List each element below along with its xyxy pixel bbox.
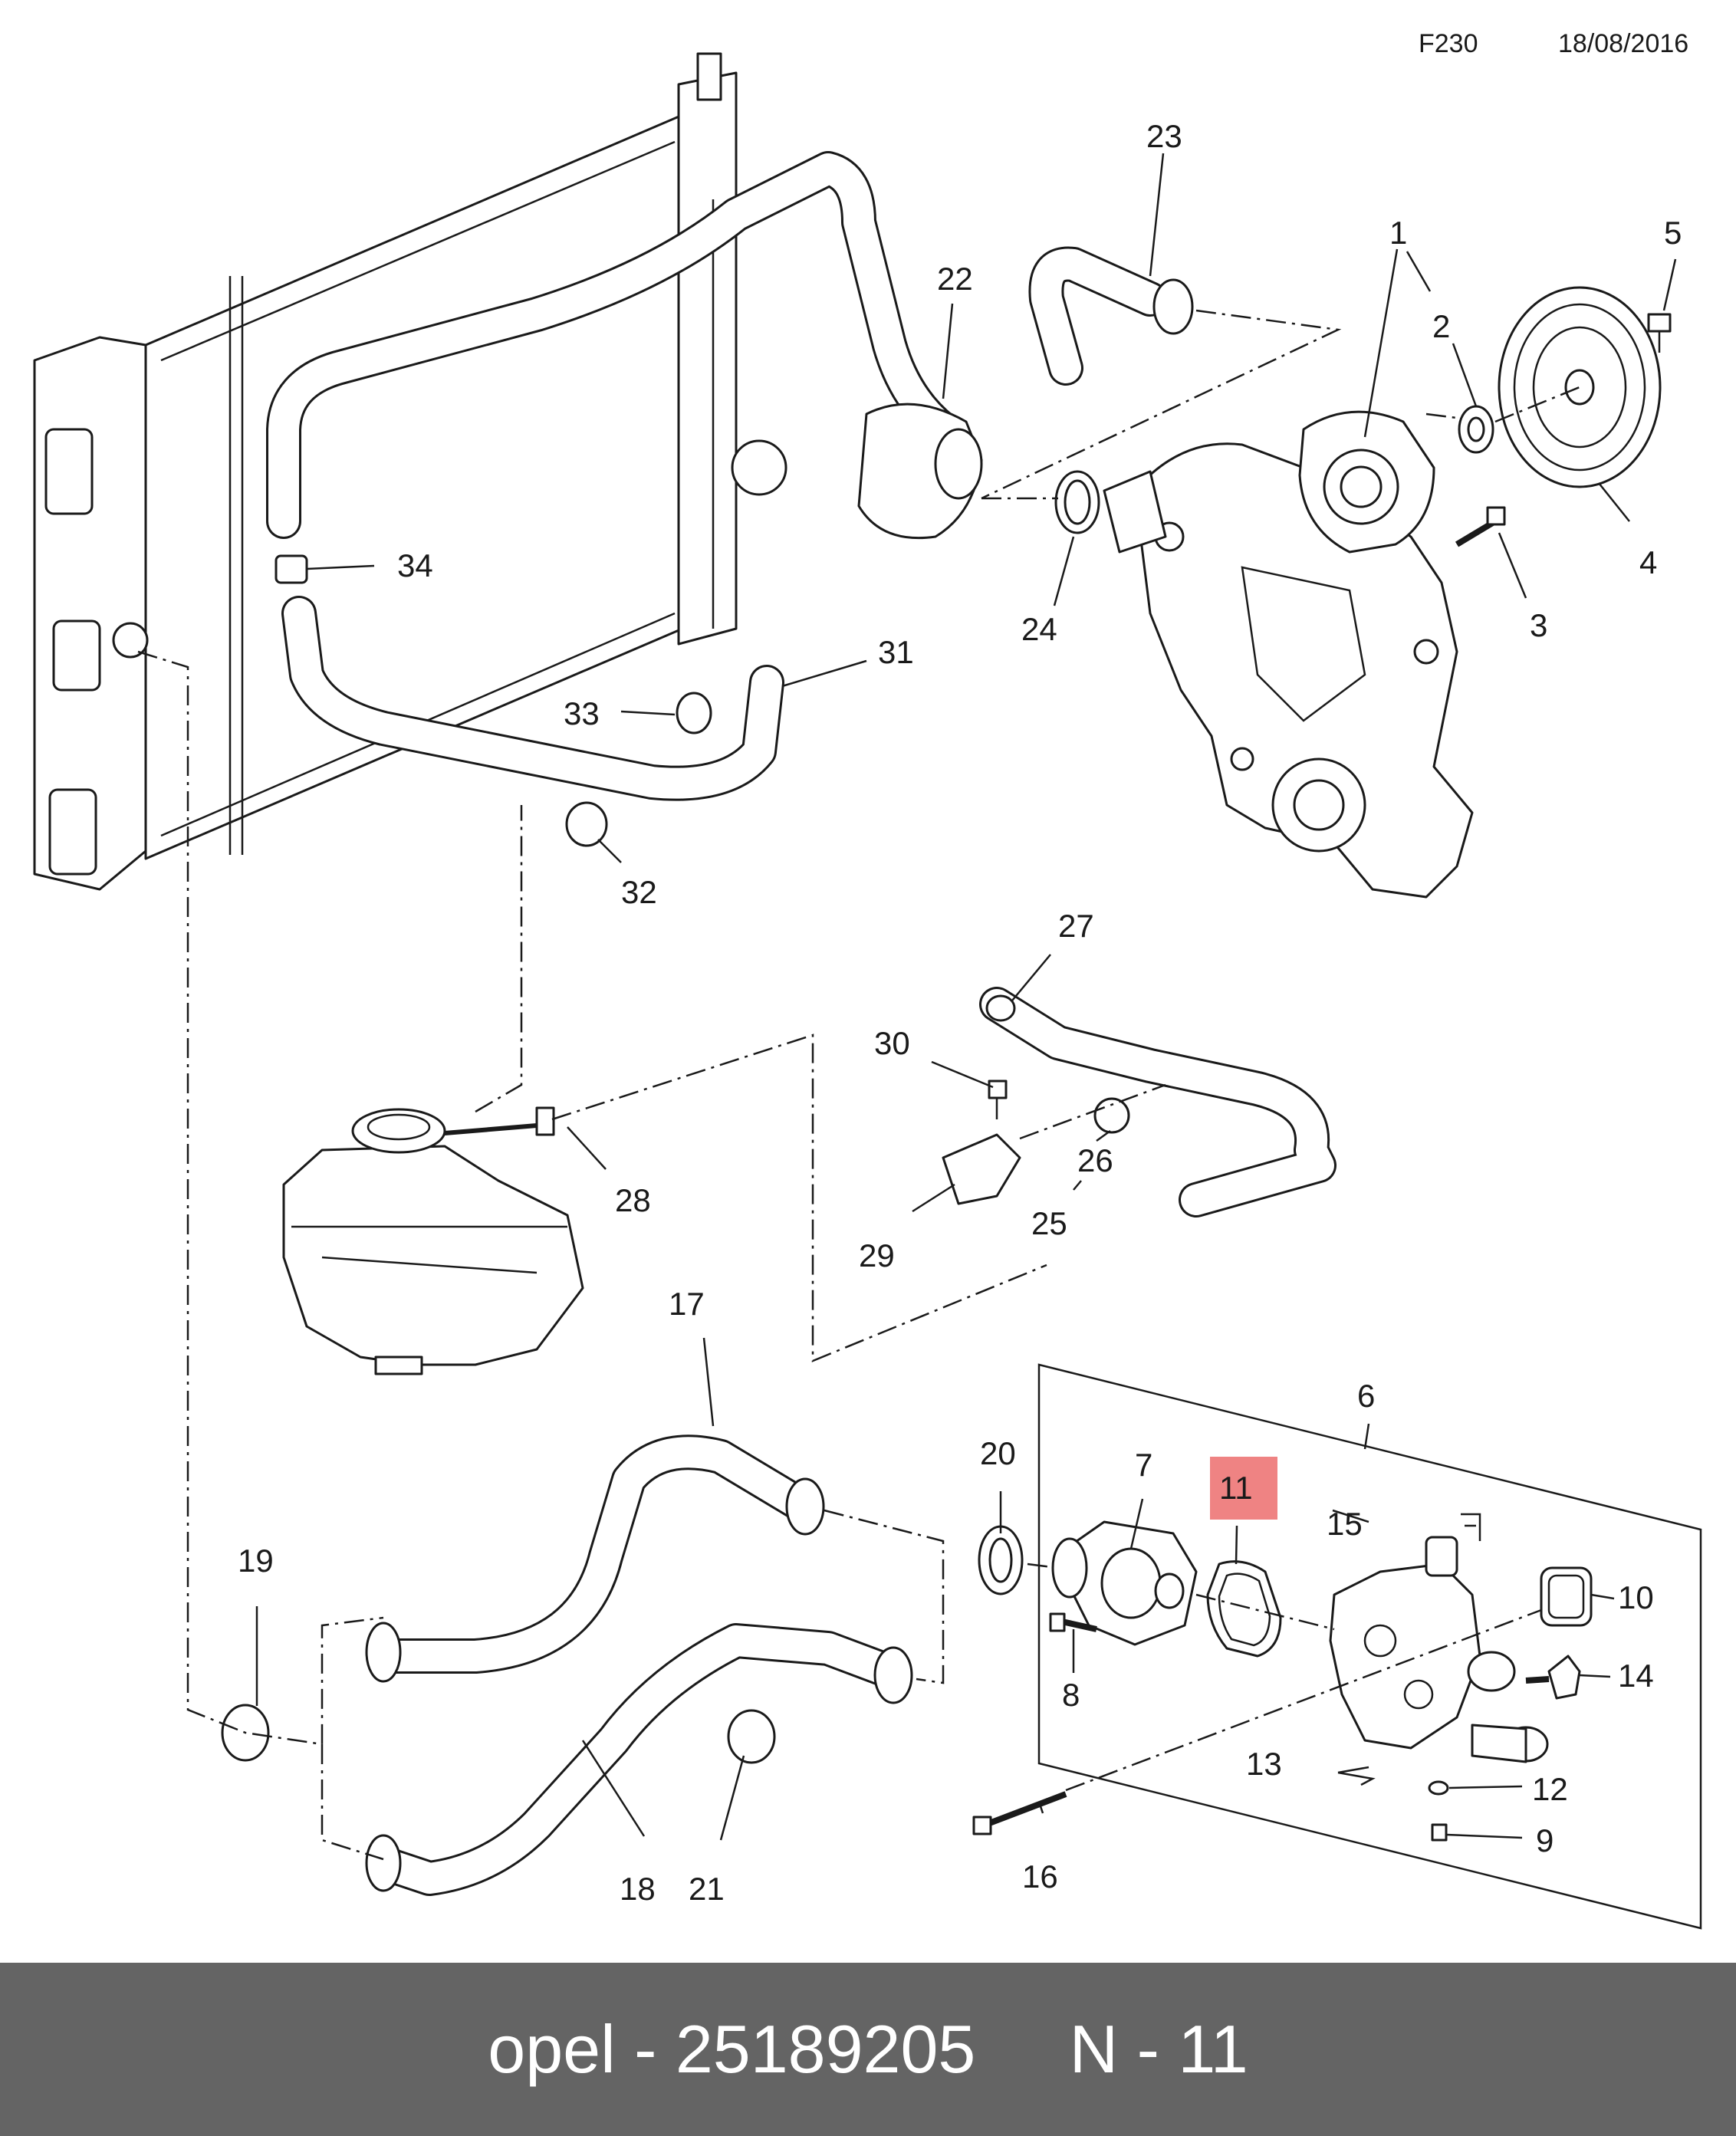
clip-13 [1337,1771,1376,1786]
clip-15 [1461,1513,1481,1541]
callout-6: 6 [1357,1378,1375,1414]
footer-bar: opel - 25189205 N - 11 [0,1963,1736,2136]
callout-18: 18 [620,1871,656,1907]
coolant-outlet-housing [1329,1536,1549,1763]
callout-29: 29 [859,1237,895,1273]
lower-radiator-hose [281,596,784,801]
callout-17: 17 [669,1286,705,1322]
hose-18 [365,1623,913,1896]
dashed-path-7 [1027,1563,1059,1569]
callout-31: 31 [878,634,914,670]
callout-23: 23 [1146,118,1182,154]
callout-21: 21 [689,1871,725,1907]
plug-9 [1431,1823,1448,1842]
bolt-30 [988,1080,1008,1119]
bolt-16 [972,1791,1067,1835]
callout-8: 8 [1062,1677,1080,1713]
hose-17 [365,1434,825,1683]
callout-26: 26 [1077,1142,1113,1178]
callout-7: 7 [1135,1447,1152,1483]
callout-19: 19 [238,1543,274,1579]
dashed-path-20 [824,1509,945,1684]
callout-12: 12 [1532,1771,1568,1807]
bracket-29 [942,1133,1021,1205]
dashed-path-16 [1065,1609,1542,1792]
dashed-path-2 [1425,412,1458,419]
dashed-path-19 [137,650,384,1746]
seal-2 [1458,405,1494,454]
callout-1: 1 [1389,215,1407,251]
callout-24: 24 [1021,611,1057,647]
coolant-reservoir [282,1106,584,1375]
clip-34 [275,554,308,584]
o-ring-12 [1428,1780,1449,1796]
gasket-11 [1206,1560,1282,1658]
bolt-3 [1455,506,1506,547]
water-pump-1 [1298,410,1435,554]
leader-lines [255,153,1677,1841]
engine-front-cover [1103,442,1474,899]
dashed-path-11 [1195,1593,1335,1631]
bolt-5 [1647,313,1672,353]
parts-diagram: F230 18/08/2016 [33,29,1702,1930]
clamp-24 [1054,470,1100,534]
clip-27 [985,994,1016,1022]
callout-22: 22 [937,261,973,297]
kit-frame-6 [1037,1363,1702,1930]
callout-28: 28 [615,1182,651,1218]
callout-2: 2 [1432,308,1450,344]
callout-3: 3 [1530,607,1547,643]
dashed-path-28 [551,1033,1047,1362]
callout-32: 32 [621,874,657,910]
bolt-8 [1049,1612,1097,1632]
radiator [33,52,787,891]
hose-23 [1028,246,1194,386]
highlight-box [1210,1457,1277,1520]
callout-15: 15 [1327,1506,1363,1542]
callout-11: 11 [1219,1470,1253,1506]
callout-34: 34 [397,547,433,583]
clip-32 [565,801,608,847]
callout-20: 20 [980,1435,1016,1471]
thermostat-housing-7 [1051,1520,1198,1646]
callout-30: 30 [874,1025,910,1061]
dashed-path-4 [1494,386,1580,423]
callout-10: 10 [1618,1579,1654,1615]
heater-pipe-25 [979,987,1337,1218]
dashed-path-tank-top [475,805,523,1113]
gasket-10 [1540,1566,1593,1627]
callout-14: 14 [1618,1658,1654,1694]
dashed-path-26 [1019,1083,1166,1140]
pulley-4 [1498,286,1662,488]
callout-9: 9 [1536,1822,1554,1858]
dashed-path-23 [981,309,1342,500]
callout-11-highlight: 11 [1210,1457,1277,1520]
clamp-21 [727,1709,776,1764]
upper-radiator-hose [266,151,983,540]
diagram-code: F230 [1419,29,1478,58]
callout-27: 27 [1058,908,1094,944]
callout-13: 13 [1246,1746,1282,1782]
callout-5: 5 [1664,215,1682,251]
diagram-date: 18/08/2016 [1558,29,1688,58]
clip-33 [676,692,712,734]
callout-4: 4 [1639,544,1657,580]
sensor-14 [1525,1655,1581,1700]
clamp-20 [978,1525,1024,1595]
callout-25: 25 [1031,1205,1067,1241]
callout-16: 16 [1022,1858,1058,1894]
part-number-label: opel - 25189205 N - 11 [488,2011,1248,2087]
callout-33: 33 [564,695,600,731]
